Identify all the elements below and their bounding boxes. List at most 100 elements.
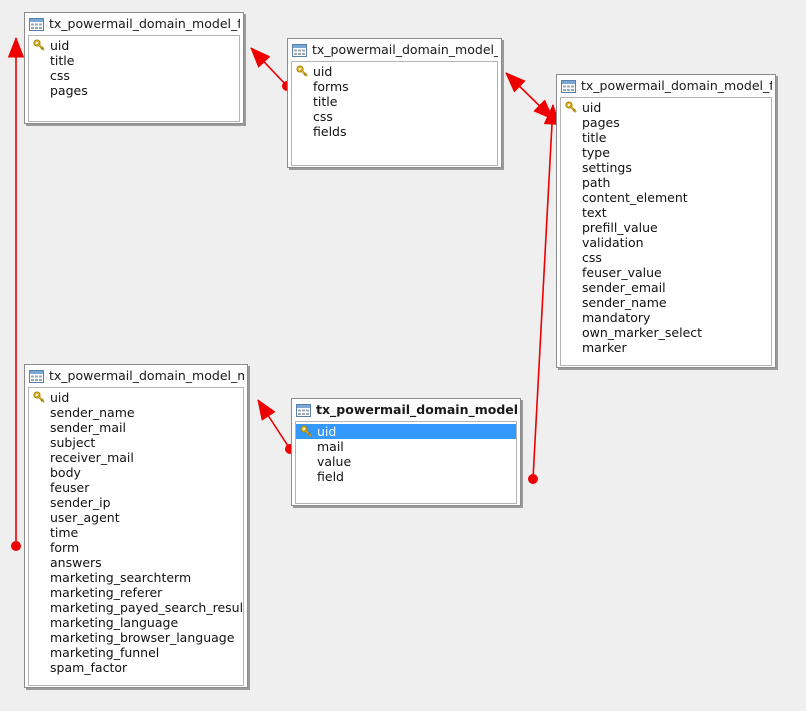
attribute-key-spacer [300,440,313,453]
attribute-label: value [317,454,352,469]
attribute-key-spacer [565,266,578,279]
attribute-row[interactable]: receiver_mail [29,450,243,465]
attribute-row[interactable]: validation [561,235,771,250]
attribute-row[interactable]: answers [29,555,243,570]
attribute-label: css [50,68,70,83]
attribute-row[interactable]: css [561,250,771,265]
attribute-key-spacer [565,131,578,144]
relation-answer-to-mails[interactable] [257,399,295,454]
entity-table-mails[interactable]: tx_powermail_domain_model_mailsuidsender… [24,364,248,688]
attribute-row[interactable]: text [561,205,771,220]
attribute-key-spacer [33,54,46,67]
attribute-label: css [313,109,333,124]
attribute-row[interactable]: path [561,175,771,190]
attribute-label: sender_name [582,295,667,310]
entity-header-forms[interactable]: tx_powermail_domain_model_forms [25,13,243,35]
attribute-row[interactable]: value [296,454,516,469]
attribute-row-primary-key[interactable]: uid [561,100,771,115]
attribute-label: feuser [50,480,90,495]
attribute-row[interactable]: body [29,465,243,480]
attribute-row[interactable]: sender_name [29,405,243,420]
attribute-row-primary-key[interactable]: uid [29,390,243,405]
entity-title-answer: tx_powermail_domain_model_answer [316,403,517,417]
attribute-row[interactable]: marketing_searchterm [29,570,243,585]
relation-arrowhead [257,399,276,421]
attribute-row-primary-key[interactable]: uid [292,64,497,79]
attribute-row[interactable]: field [296,469,516,484]
relation-endpoint-dot [11,541,21,551]
attribute-row[interactable]: user_agent [29,510,243,525]
attribute-row[interactable]: type [561,145,771,160]
relation-line [505,72,554,120]
attribute-row[interactable]: sender_ip [29,495,243,510]
attribute-label: forms [313,79,349,94]
primary-key-icon [296,65,308,77]
attribute-label: body [50,465,81,480]
attribute-row[interactable]: marketing_funnel [29,645,243,660]
attribute-row[interactable]: title [29,53,239,68]
attribute-row[interactable]: css [29,68,239,83]
entity-header-fields[interactable]: tx_powermail_domain_model_fields [557,75,775,97]
attribute-label: pages [50,83,88,98]
attribute-row[interactable]: css [292,109,497,124]
attribute-row[interactable]: form [29,540,243,555]
entity-title-fields: tx_powermail_domain_model_fields [581,79,772,93]
attribute-row[interactable]: pages [29,83,239,98]
attribute-row[interactable]: marketing_payed_search_result [29,600,243,615]
attribute-row[interactable]: settings [561,160,771,175]
relation-answer-to-fields[interactable] [528,104,560,484]
attribute-row[interactable]: sender_name [561,295,771,310]
relation-fields-to-pages[interactable] [505,72,554,120]
attribute-label: sender_email [582,280,666,295]
attribute-row[interactable]: feuser_value [561,265,771,280]
entity-table-answer[interactable]: tx_powermail_domain_model_answeruidmailv… [291,398,521,506]
attribute-key-spacer [33,511,46,524]
attribute-row[interactable]: sender_email [561,280,771,295]
relation-pages-to-forms[interactable] [250,47,292,91]
attribute-row[interactable]: marker [561,340,771,355]
attribute-row[interactable]: pages [561,115,771,130]
attribute-key-spacer [33,466,46,479]
attribute-label: time [50,525,79,540]
attribute-row[interactable]: sender_mail [29,420,243,435]
table-icon [296,403,311,417]
attribute-row-primary-key[interactable]: uid [296,424,516,439]
attribute-row[interactable]: forms [292,79,497,94]
attribute-row[interactable]: time [29,525,243,540]
attribute-key-spacer [565,221,578,234]
entity-header-pages[interactable]: tx_powermail_domain_model_pages [288,39,501,61]
relation-endpoint-dot [528,474,538,484]
attribute-label: type [582,145,610,160]
attribute-row[interactable]: mail [296,439,516,454]
attribute-key-spacer [565,296,578,309]
attribute-row[interactable]: title [292,94,497,109]
attribute-row[interactable]: subject [29,435,243,450]
attribute-key-spacer [33,586,46,599]
attribute-row[interactable]: mandatory [561,310,771,325]
entity-header-answer[interactable]: tx_powermail_domain_model_answer [292,399,520,421]
attribute-row[interactable]: prefill_value [561,220,771,235]
attribute-label: text [582,205,607,220]
attribute-row-primary-key[interactable]: uid [29,38,239,53]
attribute-label: uid [50,390,70,405]
attribute-row[interactable]: title [561,130,771,145]
relation-line [532,104,554,480]
relation-arrowhead [250,47,271,68]
relation-mails-to-forms[interactable] [8,37,24,551]
attribute-row[interactable]: feuser [29,480,243,495]
attribute-row[interactable]: marketing_language [29,615,243,630]
attribute-row[interactable]: content_element [561,190,771,205]
entity-table-forms[interactable]: tx_powermail_domain_model_formsuidtitlec… [24,12,244,124]
attribute-key-spacer [565,161,578,174]
relation-arrowhead [8,37,24,58]
entity-table-fields[interactable]: tx_powermail_domain_model_fieldsuidpages… [556,74,776,368]
attribute-row[interactable]: own_marker_select [561,325,771,340]
attribute-row[interactable]: fields [292,124,497,139]
attribute-row[interactable]: marketing_browser_language [29,630,243,645]
attribute-row[interactable]: spam_factor [29,660,243,675]
entity-table-pages[interactable]: tx_powermail_domain_model_pagesuidformst… [287,38,502,168]
attribute-label: marketing_browser_language [50,630,235,645]
attribute-row[interactable]: marketing_referer [29,585,243,600]
